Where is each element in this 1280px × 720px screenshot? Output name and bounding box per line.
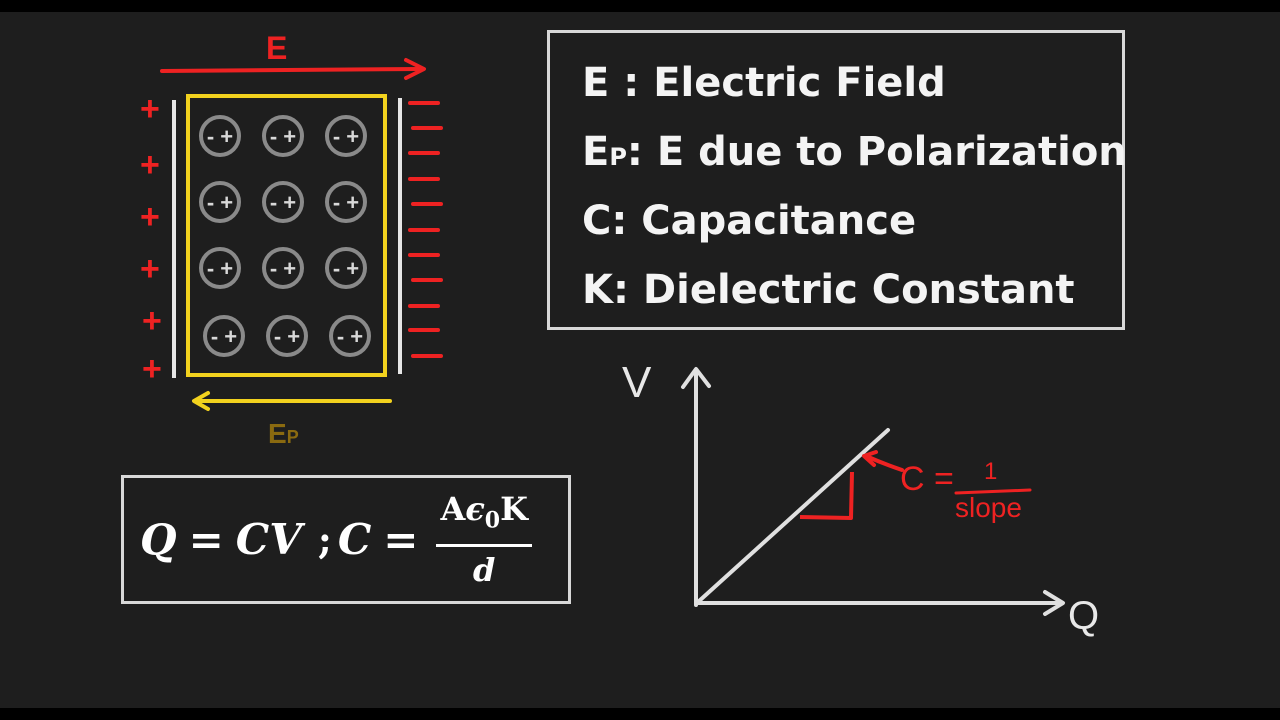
formula-equals: = [383, 515, 419, 564]
dipole-label: - + [207, 190, 233, 215]
slide: - + - + - + - + - + - + - + - + - + - + - + - + + +… [0, 12, 1280, 708]
dipole-label: - + [207, 124, 233, 149]
slope-pointer-arrow [864, 454, 904, 472]
dipole: - + [199, 247, 241, 289]
formula-cv: CV [235, 515, 302, 564]
plus-sign: + [142, 350, 162, 388]
annotation-denominator: slope [955, 492, 1022, 523]
formula-equals: = [188, 515, 224, 564]
legend-box: E : Electric Field EP: E due to Polariza… [547, 30, 1127, 330]
plus-sign: + [142, 302, 162, 340]
vq-graph [681, 367, 1065, 616]
plus-sign: + [140, 146, 160, 184]
formula-numerator: Aϵ0K [436, 488, 532, 547]
dipole-label: - + [270, 124, 296, 149]
dipole-label: - + [333, 256, 359, 281]
legend-item-polarization: EP: E due to Polarization [582, 129, 1127, 175]
dipole-label: - + [337, 324, 363, 349]
legend-item-dielectric-constant: K: Dielectric Constant [582, 267, 1075, 313]
dipole: - + [329, 315, 371, 357]
dipole: - + [199, 181, 241, 223]
electric-field-label: E [266, 30, 288, 66]
legend-item-electric-field: E : Electric Field [582, 60, 946, 106]
polarization-arrow [192, 391, 392, 411]
formula-c: C [337, 515, 372, 564]
dipole-label: - + [270, 256, 296, 281]
dipole-label: - + [274, 324, 300, 349]
formula-fraction: Aϵ0K d [436, 488, 532, 590]
dipole: - + [325, 115, 367, 157]
formula-q: Q [140, 515, 177, 564]
dielectric-slab [186, 94, 387, 377]
dipole-label: - + [211, 324, 237, 349]
formula-semicolon: ; [317, 517, 332, 562]
legend-item-capacitance: C: Capacitance [582, 198, 917, 244]
slope-triangle [799, 471, 854, 520]
plus-sign: + [140, 90, 160, 128]
dipole-grid: - + - + - + - + - + - + - + - + - + - + - + - + [199, 115, 371, 357]
annotation-fraction-bar [954, 488, 1032, 495]
dipole: - + [262, 181, 304, 223]
x-axis-label: Q [1068, 594, 1100, 638]
dipole: - + [199, 115, 241, 157]
dipole: - + [203, 315, 245, 357]
dipole: - + [325, 247, 367, 289]
capacitor-diagram: - + - + - + - + - + - + - + - + - + - + - + - + [160, 58, 1065, 616]
formula-box: Q = CV ; C = Aϵ0K d [121, 475, 571, 604]
vq-line [696, 428, 890, 604]
negative-charges [408, 101, 443, 358]
formula-denominator: d [473, 550, 496, 589]
dipole-label: - + [270, 190, 296, 215]
annotation-lhs: C = [900, 460, 954, 498]
dipole-label: - + [333, 124, 359, 149]
dipole-label: - + [333, 190, 359, 215]
electric-field-arrow [160, 58, 426, 80]
capacitance-formula: Q = CV ; C = Aϵ0K d [140, 490, 532, 589]
dipole: - + [325, 181, 367, 223]
dipole: - + [262, 115, 304, 157]
dipole: - + [266, 315, 308, 357]
y-axis-label: V [622, 358, 652, 407]
polarization-field-label: EP [268, 418, 299, 449]
plus-sign: + [140, 198, 160, 236]
annotation-numerator: 1 [984, 458, 998, 485]
dipole-label: - + [207, 256, 233, 281]
plus-sign: + [140, 250, 160, 288]
dipole: - + [262, 247, 304, 289]
